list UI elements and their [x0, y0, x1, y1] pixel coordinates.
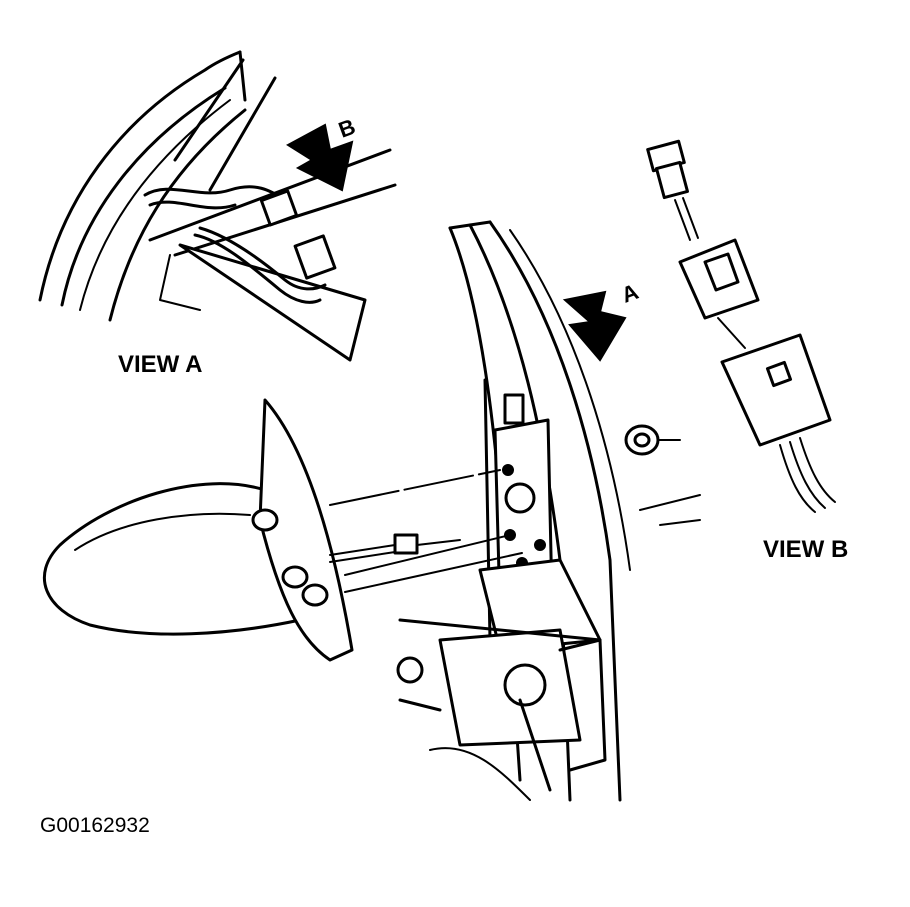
- view-b-inset: [646, 139, 836, 513]
- view-b-label: VIEW B: [763, 536, 848, 563]
- arrow-a-icon: [562, 290, 627, 362]
- view-a-inset: B: [38, 50, 397, 362]
- figure-id: G00162932: [40, 814, 150, 837]
- arrow-a-label: A: [618, 279, 642, 308]
- door-pillar: A: [396, 220, 681, 802]
- view-a-label: VIEW A: [118, 351, 202, 378]
- mounting-stud: [251, 508, 329, 607]
- mirror-assembly: [42, 398, 701, 662]
- arrow-b-label: B: [335, 114, 358, 143]
- arrow-b-icon: [286, 123, 354, 192]
